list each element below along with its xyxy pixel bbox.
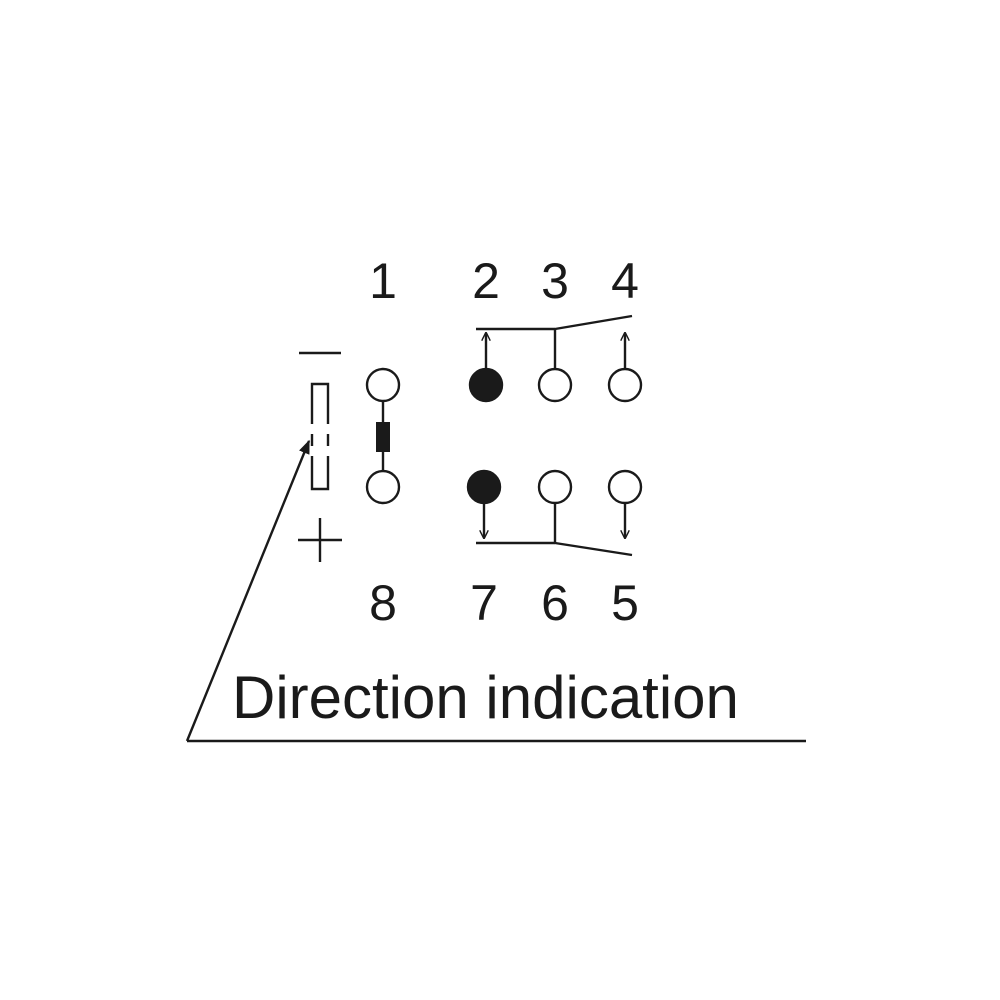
pin-number-8: 8: [369, 575, 397, 631]
pin-number-4: 4: [611, 253, 639, 309]
pin-number-1: 1: [369, 253, 397, 309]
pin-2: [468, 367, 504, 403]
leader-line: [185, 439, 806, 743]
pin-1: [365, 367, 401, 403]
pin-number-5: 5: [611, 575, 639, 631]
pin-3: [537, 367, 573, 403]
pin-number-2: 2: [472, 253, 500, 309]
plus-symbol: [298, 518, 342, 562]
pin-4: [607, 367, 643, 403]
pin-number-6: 6: [541, 575, 569, 631]
pin-number-7: 7: [470, 575, 498, 631]
pin-5: [607, 469, 643, 505]
pin-8: [365, 469, 401, 505]
contact-set-top: [476, 314, 633, 369]
coil-body: [376, 422, 390, 452]
direction-indication-mark: [310, 382, 330, 491]
pin-7: [466, 469, 502, 505]
direction-indication-caption: Direction indication: [232, 664, 739, 731]
coil: [376, 401, 390, 471]
pin-6: [537, 469, 573, 505]
contact-set-bottom: [476, 503, 633, 557]
pin-number-3: 3: [541, 253, 569, 309]
